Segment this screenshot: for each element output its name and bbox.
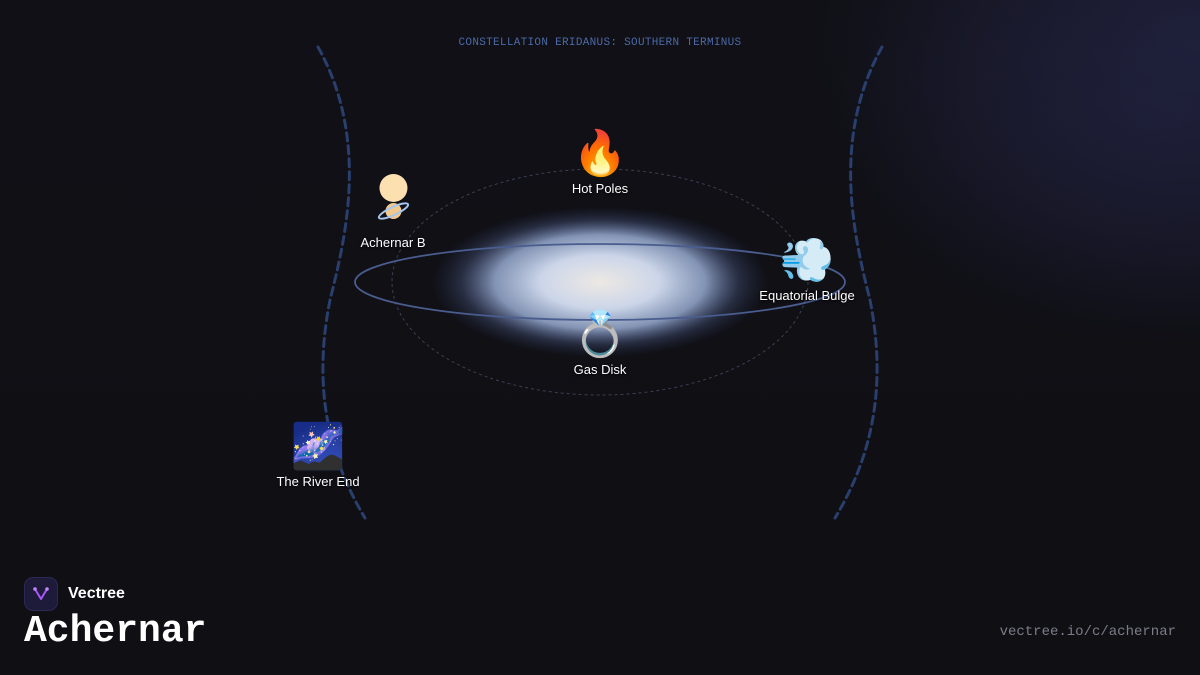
- node-label: The River End: [276, 474, 360, 489]
- wind-icon: 💨: [779, 236, 835, 285]
- node-hot-poles[interactable]: 🔥 Hot Poles: [572, 129, 628, 196]
- left-river-arc: [316, 45, 367, 520]
- node-river-end[interactable]: 🌌 The River End: [276, 422, 359, 489]
- node-achernar-b[interactable]: Achernar B: [360, 172, 426, 250]
- milky-way-icon: 🌌: [290, 422, 346, 471]
- page-title: Achernar: [24, 610, 207, 653]
- node-label: Gas Disk: [573, 362, 627, 377]
- node-label: Achernar B: [360, 235, 426, 250]
- brand[interactable]: Vectree: [24, 577, 125, 611]
- fire-icon: 🔥: [572, 129, 628, 178]
- node-label: Hot Poles: [571, 181, 629, 196]
- companion-star-icon: [360, 172, 425, 233]
- brand-name: Vectree: [68, 585, 125, 602]
- gas-disk-ring: [354, 243, 846, 321]
- vectree-logo-icon: [24, 577, 58, 611]
- node-gas-disk[interactable]: 💍 Gas Disk: [573, 310, 628, 377]
- right-river-arc: [833, 45, 884, 520]
- orbit-path: [391, 168, 809, 396]
- ring-icon: 💍: [572, 310, 628, 359]
- star-body: [430, 206, 770, 358]
- diagram-subtitle: CONSTELLATION ERIDANUS: SOUTHERN TERMINU…: [458, 37, 742, 49]
- page-url[interactable]: vectree.io/c/achernar: [999, 624, 1176, 640]
- node-equatorial-bulge[interactable]: 💨 Equatorial Bulge: [759, 236, 854, 303]
- node-label: Equatorial Bulge: [759, 288, 855, 303]
